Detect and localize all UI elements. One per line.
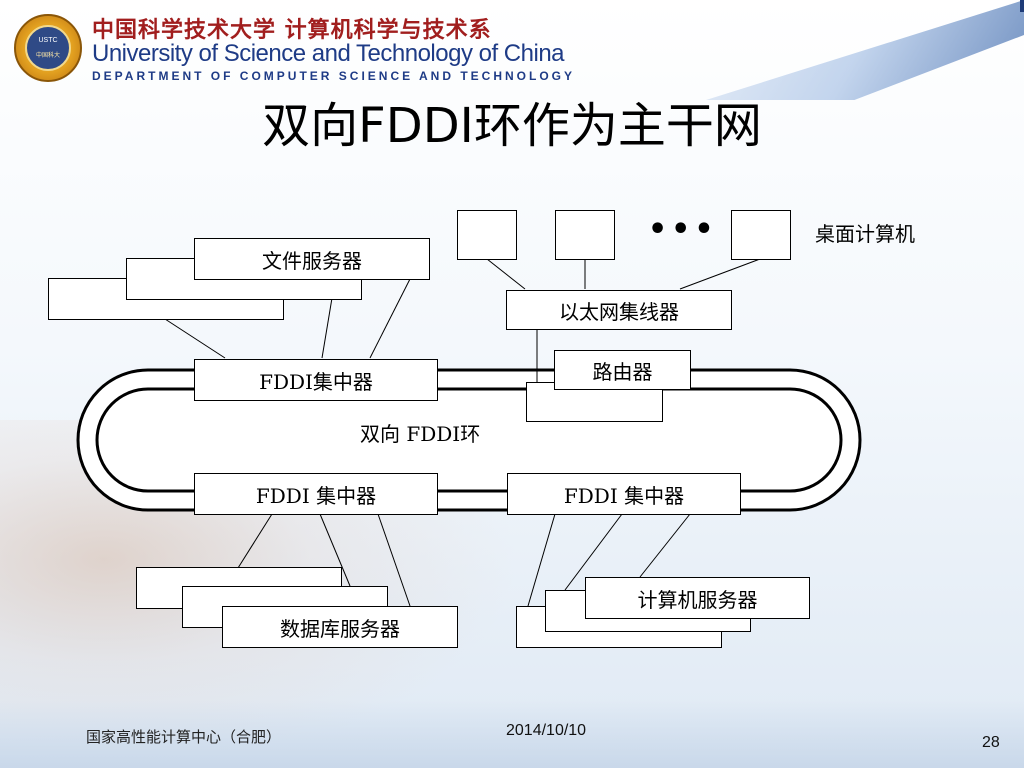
database-server-front: 数据库服务器 bbox=[222, 606, 458, 648]
footer-center-name: 国家高性能计算中心（合肥） bbox=[86, 728, 282, 746]
fddi-ring-label: 双向 FDDI环 bbox=[360, 422, 481, 446]
link-hubleft-db1 bbox=[237, 513, 273, 569]
department-name-en: Department of Computer Science and Techn… bbox=[92, 69, 576, 83]
link-desktop3-ethhub bbox=[679, 258, 761, 290]
logo-subtext: 中国科大 bbox=[35, 52, 60, 59]
link-server1-hub bbox=[164, 318, 226, 359]
desktop-computers-label: 桌面计算机 bbox=[815, 222, 915, 246]
desktop-computer-2 bbox=[555, 210, 615, 260]
link-server2-hub bbox=[321, 297, 333, 359]
file-server-front: 文件服务器 bbox=[194, 238, 430, 280]
link-hubright-cs2 bbox=[564, 513, 623, 591]
link-server3-hub bbox=[369, 278, 411, 359]
page-number: 28 bbox=[982, 734, 1000, 751]
compute-server-front: 计算机服务器 bbox=[585, 577, 810, 619]
desktop-computer-1 bbox=[457, 210, 517, 260]
university-logo: USTC 中国科大 bbox=[14, 14, 82, 82]
ethernet-hub: 以太网集线器 bbox=[506, 290, 732, 330]
link-hubleft-db3 bbox=[377, 513, 411, 607]
fddi-hub-bottom-left: FDDI 集中器 bbox=[194, 473, 438, 515]
link-hubleft-db2 bbox=[319, 513, 351, 587]
desktop-computer-3 bbox=[731, 210, 791, 260]
logo-text: USTC bbox=[38, 37, 58, 44]
link-hubright-cs1 bbox=[527, 513, 556, 607]
link-desktop1-ethhub bbox=[486, 258, 526, 290]
bottom-gradient-band bbox=[0, 700, 1024, 768]
fddi-hub-bottom-right: FDDI 集中器 bbox=[507, 473, 741, 515]
logo-emblem: USTC 中国科大 bbox=[25, 25, 71, 71]
slide-title: 双向FDDI环作为主干网 bbox=[262, 98, 762, 154]
university-name-cn: 中国科学技术大学 计算机科学与技术系 bbox=[92, 17, 492, 43]
more-desktops-ellipsis: ••• bbox=[648, 212, 718, 247]
footer-date: 2014/10/10 bbox=[506, 722, 587, 739]
router: 路由器 bbox=[554, 350, 691, 390]
link-hubright-cs3 bbox=[639, 513, 691, 578]
corner-accent bbox=[1020, 0, 1024, 12]
university-name-en: University of Science and Technology of … bbox=[92, 40, 565, 67]
fddi-hub-top: FDDI集中器 bbox=[194, 359, 438, 401]
